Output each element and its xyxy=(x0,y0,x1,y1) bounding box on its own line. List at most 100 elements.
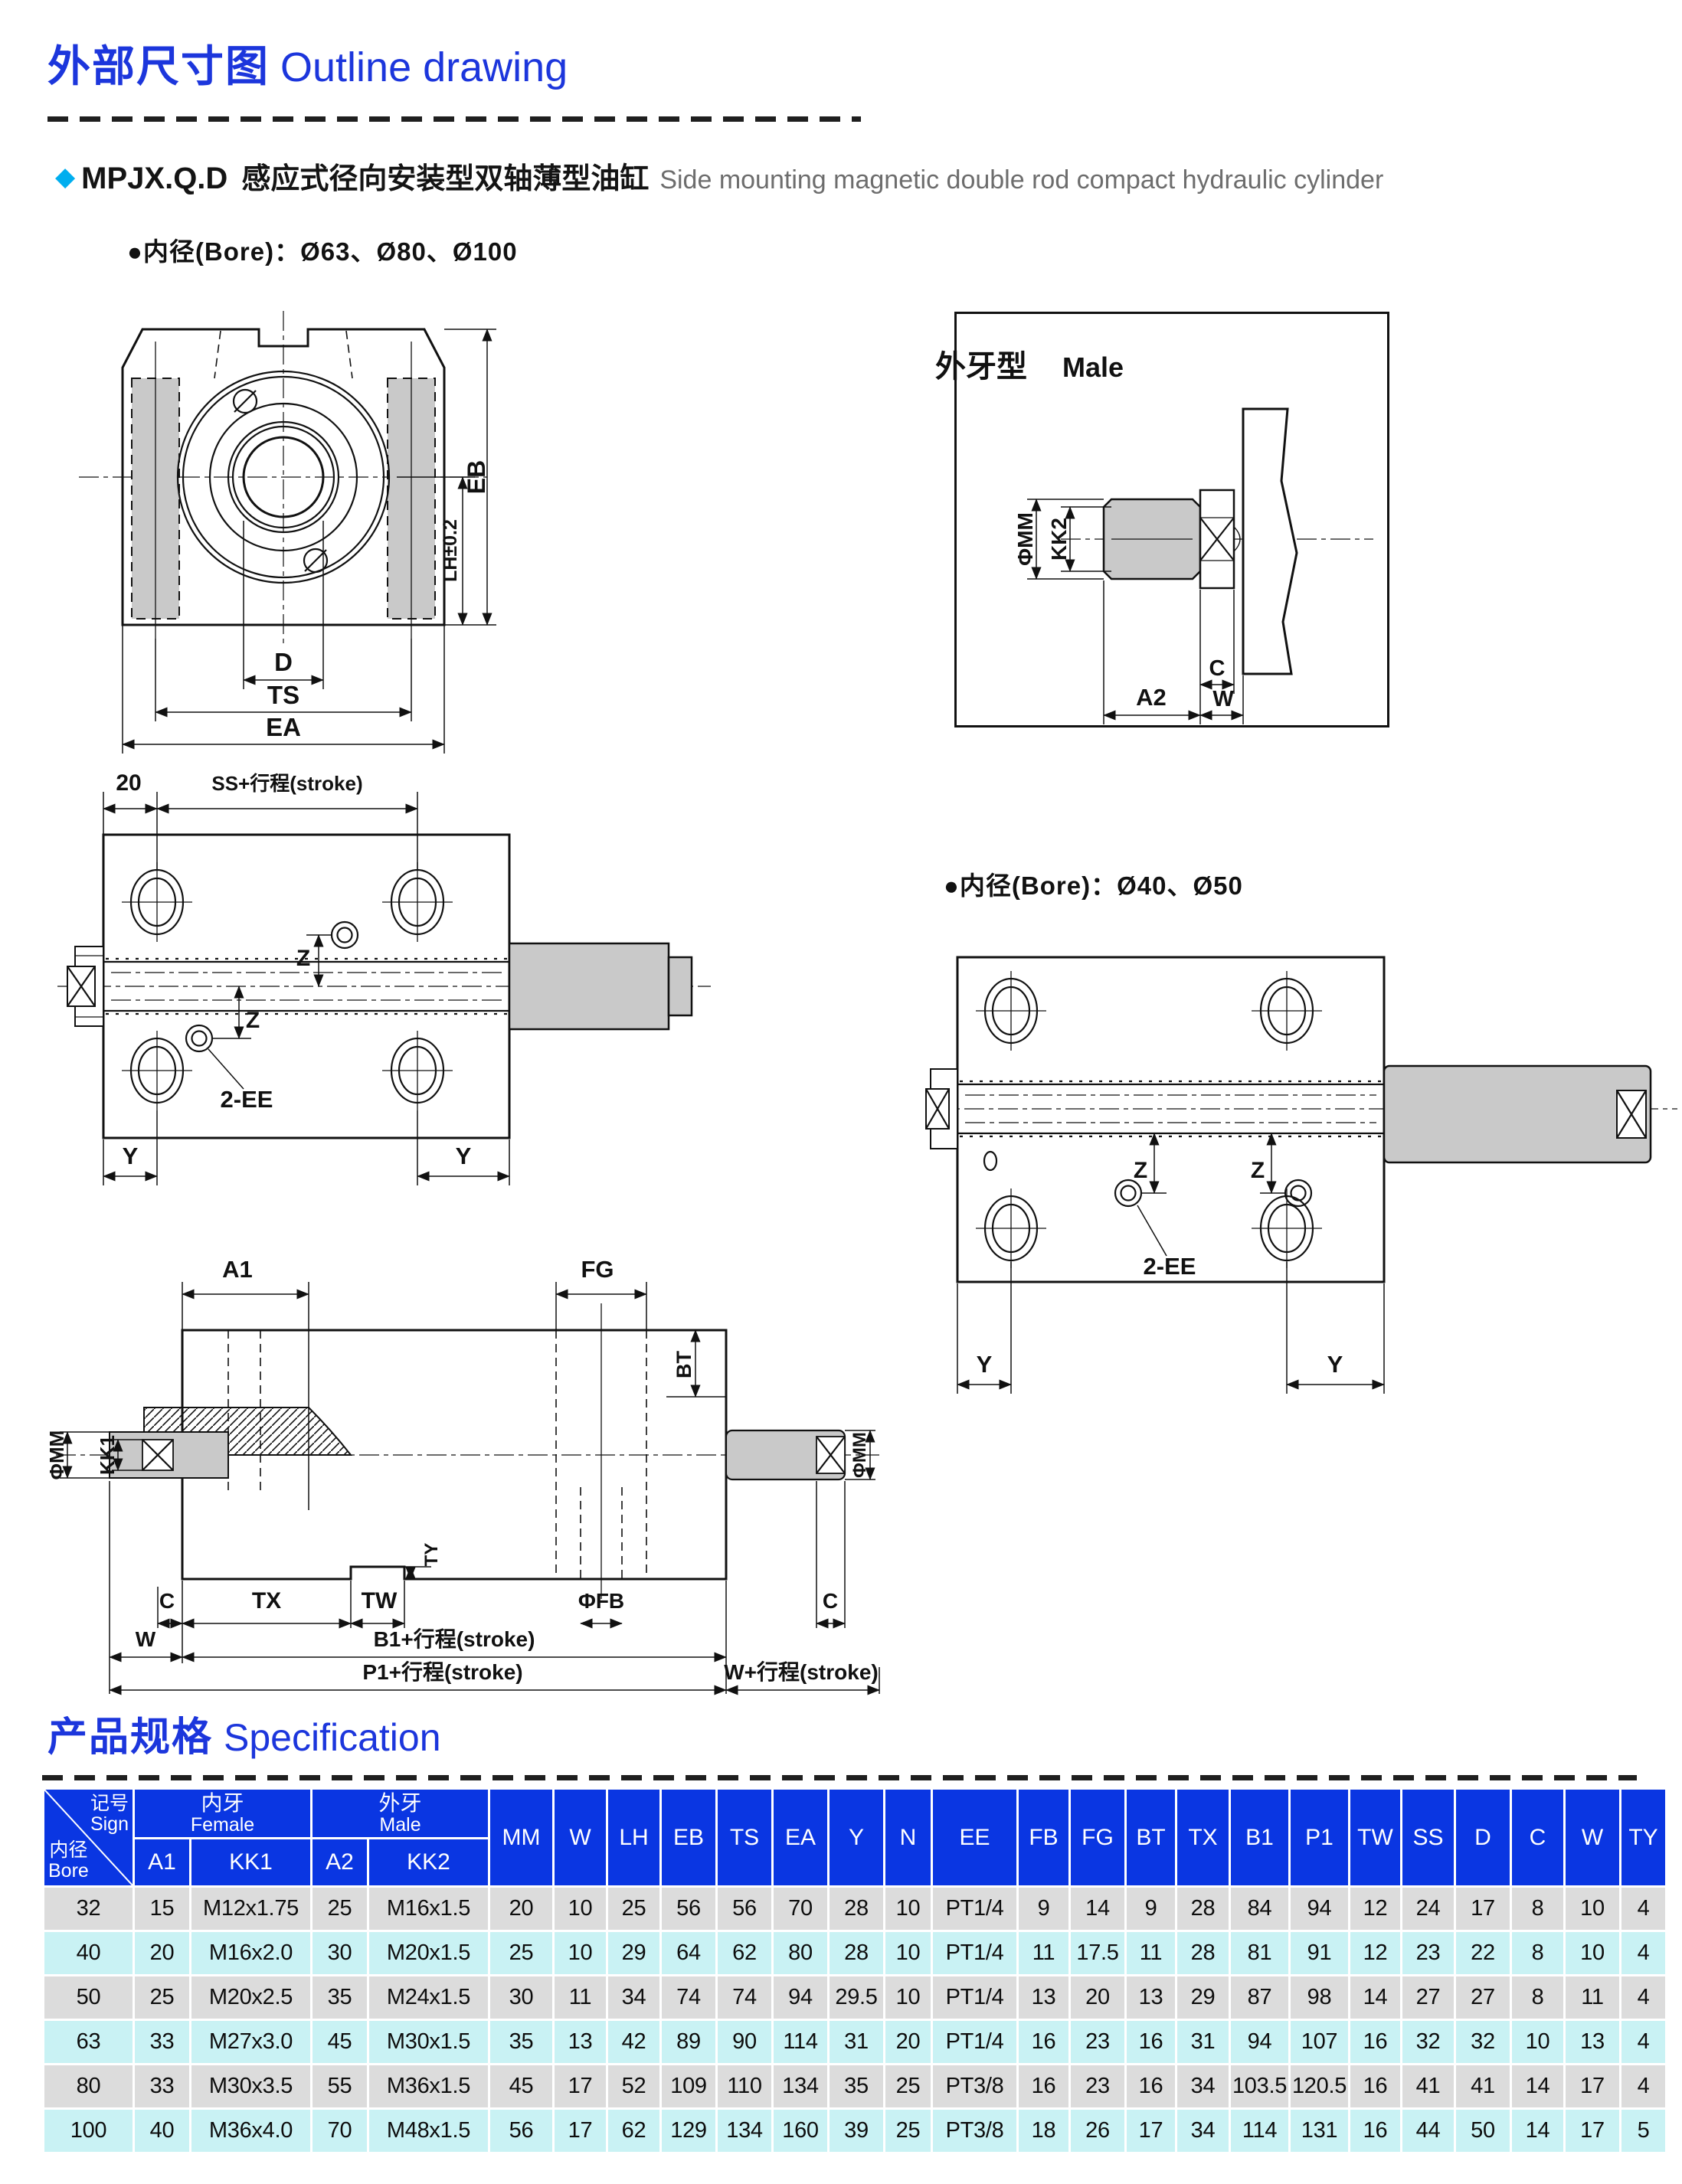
spec-cell: 56 xyxy=(488,2107,555,2154)
dim-label-bt: BT xyxy=(672,1351,695,1378)
plan-large-ports: Z Z 2-EE xyxy=(185,920,359,1113)
spec-cell: 100 xyxy=(42,2107,135,2154)
spec-cell: 9 xyxy=(1124,1885,1177,1932)
col-header-n: N xyxy=(883,1787,933,1888)
spec-cell: PT3/8 xyxy=(931,2063,1019,2110)
spec-cell: 16 xyxy=(1016,2019,1071,2065)
spec-cell: 35 xyxy=(310,1974,369,2021)
dashed-separator xyxy=(42,1775,1637,1780)
spec-title-en: Specification xyxy=(224,1716,441,1759)
spec-cell: 4 xyxy=(1619,1974,1667,2021)
spec-cell: 50 xyxy=(42,1974,135,2021)
spec-cell: 17 xyxy=(1124,2107,1177,2154)
male-thread-dimensions: ΦMM KK2 A2 C W xyxy=(1013,499,1244,724)
col-header-d: D xyxy=(1454,1787,1512,1888)
spec-cell: 9 xyxy=(1016,1885,1071,1932)
dim-label-w-stroke: W+行程(stroke) xyxy=(724,1659,878,1684)
spec-cell: 20 xyxy=(133,1930,191,1976)
spec-cell: 110 xyxy=(715,2063,774,2110)
spec-cell: 16 xyxy=(1348,2019,1402,2065)
dim-label-b1: B1+行程(stroke) xyxy=(374,1627,535,1651)
front-view-bore-circles xyxy=(176,370,391,584)
spec-cell: 25 xyxy=(488,1930,555,1976)
spec-cell: 8 xyxy=(1510,1974,1566,2021)
spec-cell: M30x3.5 xyxy=(189,2063,313,2110)
dim-label-2ee: 2-EE xyxy=(221,1086,273,1113)
section-rod-right xyxy=(725,1429,846,1481)
dim-label-2ee: 2-EE xyxy=(1144,1253,1196,1280)
dashed-separator xyxy=(47,116,861,122)
spec-cell: 39 xyxy=(827,2107,885,2154)
spec-cell: 103.5 xyxy=(1229,2063,1291,2110)
spec-cell: 25 xyxy=(133,1974,191,2021)
spec-cell: 29 xyxy=(606,1930,662,1976)
dim-label-c-right: C xyxy=(823,1589,838,1613)
spec-cell: 11 xyxy=(1124,1930,1177,1976)
dim-label-y-right: Y xyxy=(1327,1351,1343,1378)
corner-bore-label: 内径 Bore xyxy=(48,1839,89,1882)
spec-cell: M24x1.5 xyxy=(367,1974,490,2021)
spec-cell: 15 xyxy=(133,1885,191,1932)
spec-cell: 29.5 xyxy=(827,1974,885,2021)
spec-cell: 84 xyxy=(1229,1885,1291,1932)
spec-cell: PT1/4 xyxy=(931,1885,1019,1932)
dim-label-phi-fb: ΦFB xyxy=(578,1589,624,1613)
dim-label-z-upper: Z xyxy=(296,946,310,971)
col-header-tw: TW xyxy=(1348,1787,1402,1888)
spec-cell: 8 xyxy=(1510,1930,1566,1976)
spec-cell: 28 xyxy=(827,1930,885,1976)
section-left-dims: ΦMM KK1 xyxy=(45,1430,142,1479)
col-header-bt: BT xyxy=(1124,1787,1177,1888)
section-bt-ty-dims: BT TY xyxy=(404,1329,726,1580)
spec-cell: 20 xyxy=(488,1885,555,1932)
spec-cell: 32 xyxy=(1454,2019,1512,2065)
dim-label-kk2: KK2 xyxy=(1047,518,1071,561)
outline-title-en: Outline drawing xyxy=(280,44,568,90)
dim-label-ss-stroke: SS+行程(stroke) xyxy=(211,772,362,795)
spec-cell: 35 xyxy=(827,2063,885,2110)
dim-label-phi-mm-right: ΦMM xyxy=(849,1432,870,1478)
spec-cell: 90 xyxy=(715,2019,774,2065)
corner-sign-label: 记号 Sign xyxy=(90,1793,129,1835)
dim-label-lh: LH±0.2 xyxy=(440,519,461,582)
spec-cell: 56 xyxy=(659,1885,718,1932)
spec-cell: 13 xyxy=(1016,1974,1071,2021)
spec-cell: 16 xyxy=(1348,2063,1402,2110)
spec-cell: 64 xyxy=(659,1930,718,1976)
spec-cell: 44 xyxy=(1400,2107,1456,2154)
spec-cell: 89 xyxy=(659,2019,718,2065)
front-view-side-columns xyxy=(131,342,436,639)
spec-cell: 94 xyxy=(1229,2019,1291,2065)
spec-cell: M27x3.0 xyxy=(189,2019,313,2065)
col-header-fg: FG xyxy=(1068,1787,1127,1888)
product-name-zh: 感应式径向安装型双轴薄型油缸 xyxy=(241,163,650,195)
spec-cell: M16x2.0 xyxy=(189,1930,313,1976)
spec-cell: 17 xyxy=(1563,2063,1621,2110)
spec-cell: 10 xyxy=(1510,2019,1566,2065)
spec-cell: 34 xyxy=(1175,2063,1231,2110)
col-header-eb: EB xyxy=(659,1787,718,1888)
spec-cell: 28 xyxy=(1175,1885,1231,1932)
spec-cell: 17 xyxy=(552,2107,608,2154)
spec-cell: 80 xyxy=(42,2063,135,2110)
spec-cell: 17.5 xyxy=(1068,1930,1127,1976)
col-header-b1: B1 xyxy=(1229,1787,1291,1888)
dim-label-z-left: Z xyxy=(1134,1158,1147,1183)
diamond-icon: ◆ xyxy=(55,162,76,191)
spec-cell: 20 xyxy=(883,2019,933,2065)
male-thread-drawing xyxy=(1061,407,1373,675)
dim-label-y-left: Y xyxy=(123,1143,139,1169)
col-header-c: C xyxy=(1510,1787,1566,1888)
plan-small-rod-left xyxy=(925,1068,958,1149)
sub-header-a1: A1 xyxy=(133,1837,191,1888)
spec-cell: 23 xyxy=(1068,2019,1127,2065)
plan-large-rod-right xyxy=(508,942,693,1031)
spec-cell: 55 xyxy=(310,2063,369,2110)
spec-cell: 11 xyxy=(1563,1974,1621,2021)
